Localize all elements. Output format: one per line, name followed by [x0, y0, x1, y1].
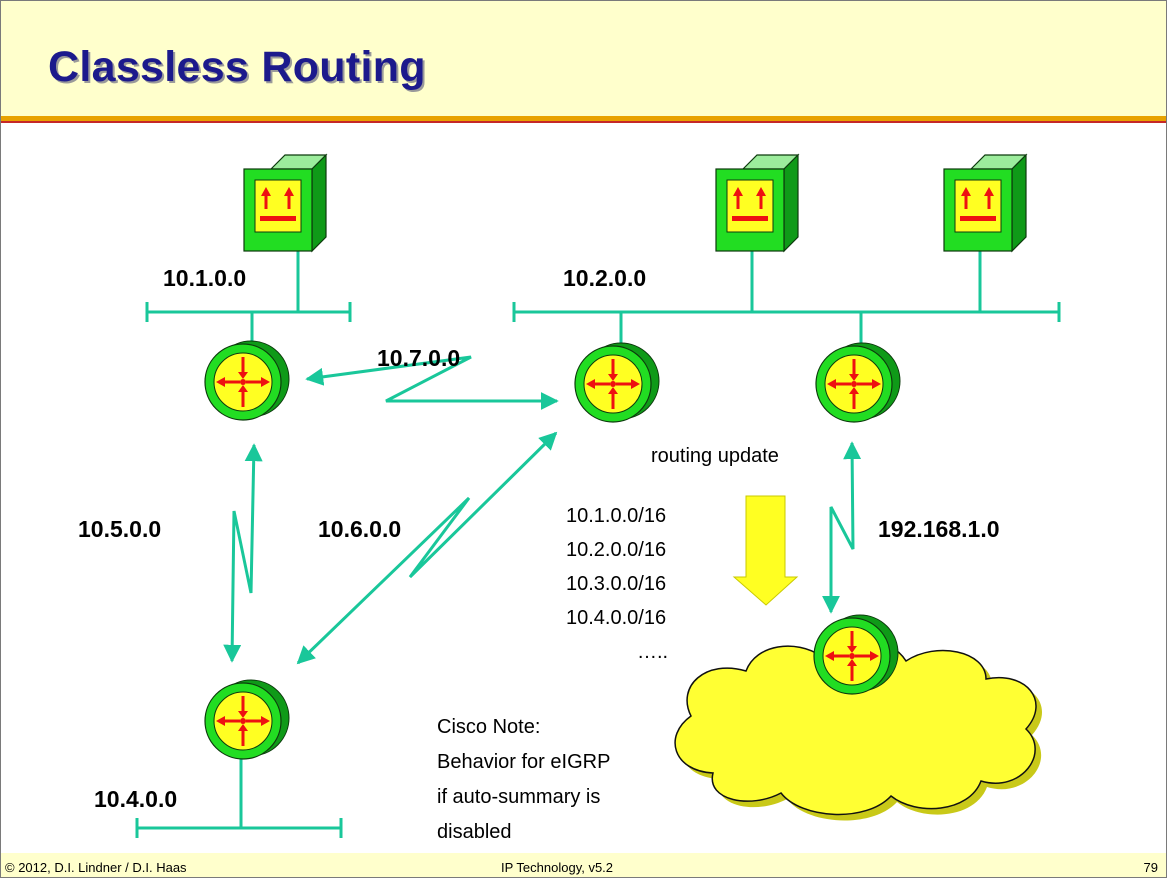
routing-update-label: routing update — [651, 445, 779, 467]
network-label-10-1: 10.1.0.0 — [163, 265, 246, 291]
server-box-icon — [242, 153, 328, 253]
wan-links — [223, 355, 862, 665]
note-line: Behavior for eIGRP — [437, 751, 610, 773]
server-box-icon — [942, 153, 1028, 253]
note-line: if auto-summary is — [437, 786, 600, 808]
wan-link-192-168 — [822, 441, 862, 614]
wan-link-10-7 — [305, 355, 559, 410]
network-label-10-5: 10.5.0.0 — [78, 516, 161, 542]
router-icon — [203, 339, 291, 422]
title-rule-orange — [1, 116, 1166, 121]
route-entry: 10.2.0.0/16 — [566, 539, 666, 561]
router-icon — [203, 678, 291, 761]
network-label-10-7: 10.7.0.0 — [377, 345, 460, 371]
slide-title: Classless Routing — [48, 43, 426, 91]
lan-bus-10-2 — [512, 250, 1061, 346]
lan-bus-10-1 — [145, 250, 352, 344]
wan-link-10-6 — [296, 431, 558, 665]
route-entry: ….. — [637, 641, 668, 663]
lan-bus-10-4 — [135, 758, 343, 838]
footer-copyright: © 2012, D.I. Lindner / D.I. Haas — [5, 860, 187, 875]
internet-cloud-icon — [674, 639, 1043, 821]
note-line: disabled — [437, 821, 512, 843]
router-icon — [573, 341, 661, 424]
network-label-10-6: 10.6.0.0 — [318, 516, 401, 542]
title-rule-red — [1, 121, 1166, 123]
note-line: Cisco Note: — [437, 716, 540, 738]
network-label-10-2: 10.2.0.0 — [563, 265, 646, 291]
network-diagram: 10.1.0.0 10.2.0.0 10.7.0.0 10.5.0.0 10.6… — [78, 153, 1061, 843]
down-arrow-icon — [732, 495, 799, 606]
route-entry: 10.4.0.0/16 — [566, 607, 666, 629]
wan-link-10-5 — [223, 443, 263, 663]
footer: © 2012, D.I. Lindner / D.I. Haas IP Tech… — [1, 853, 1166, 877]
route-entry: 10.3.0.0/16 — [566, 573, 666, 595]
route-entry: 10.1.0.0/16 — [566, 505, 666, 527]
cisco-note: Cisco Note: Behavior for eIGRP if auto-s… — [437, 716, 610, 843]
title-bar: Classless Routing — [1, 1, 1166, 116]
router-icon — [814, 341, 902, 424]
network-label-192-168: 192.168.1.0 — [878, 516, 1000, 542]
routing-update-routes: 10.1.0.0/16 10.2.0.0/16 10.3.0.0/16 10.4… — [566, 505, 668, 663]
page-number: 79 — [1143, 860, 1158, 875]
network-label-10-4: 10.4.0.0 — [94, 786, 177, 812]
server-box-icon — [714, 153, 800, 253]
footer-course: IP Technology, v5.2 — [501, 860, 614, 875]
